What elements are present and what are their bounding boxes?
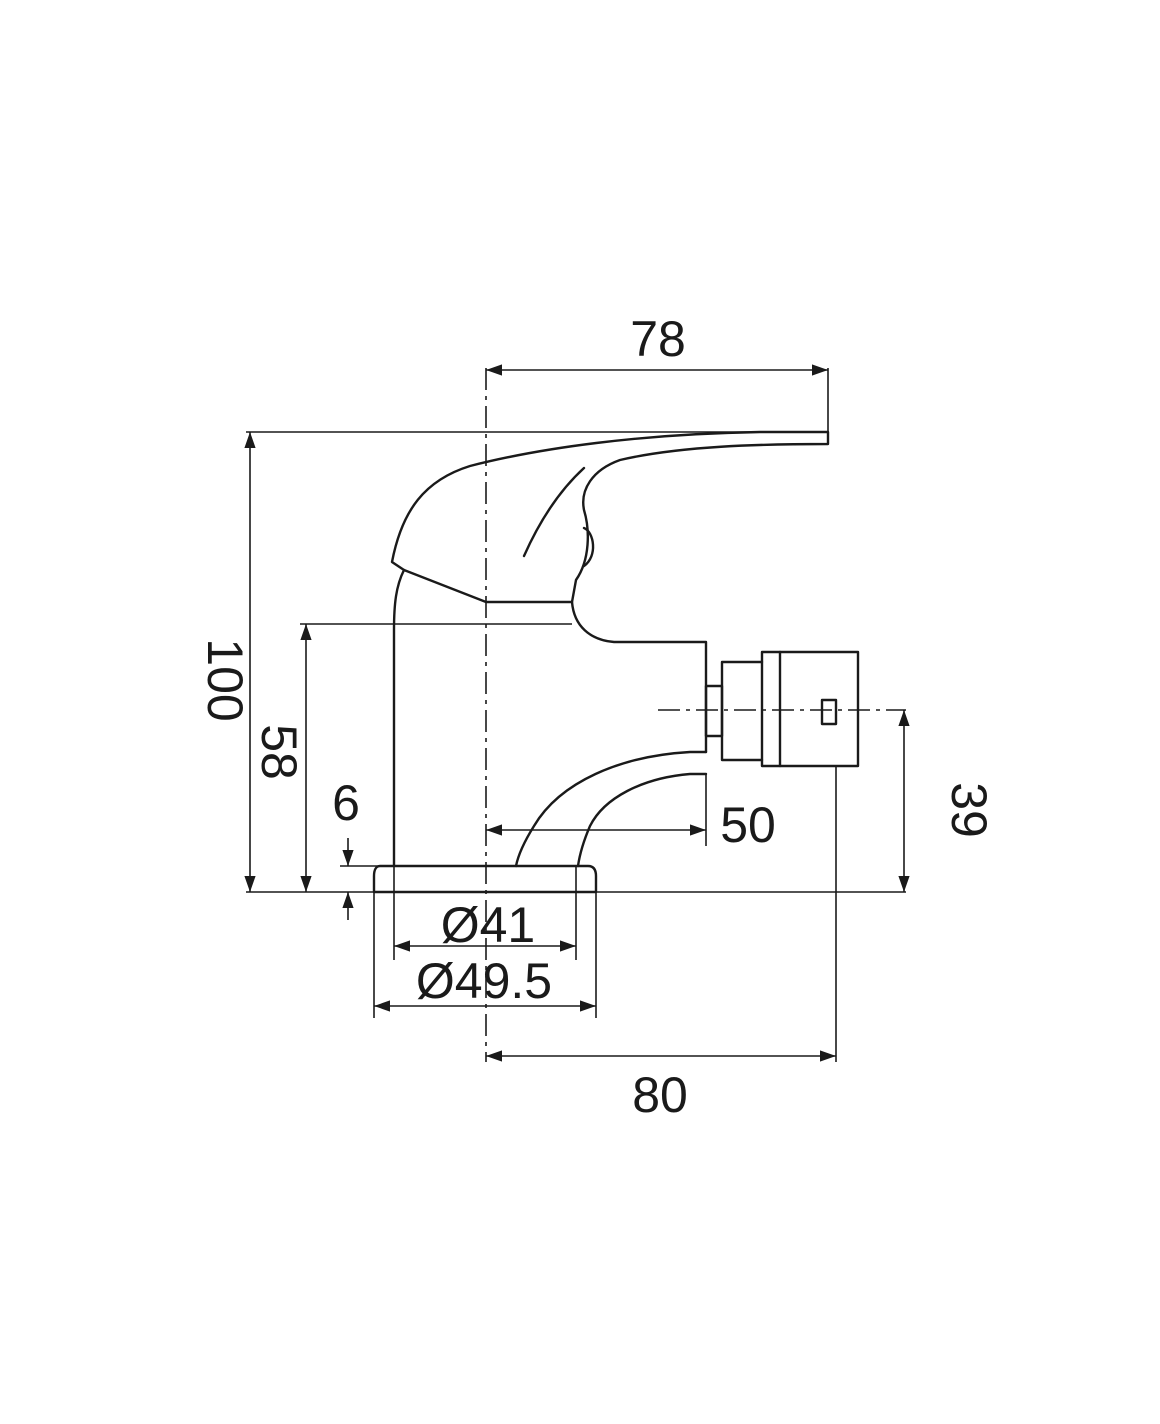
connector-notch <box>820 698 838 726</box>
extension-lines <box>246 368 906 1062</box>
spout-outer <box>514 750 708 868</box>
connector-nut <box>720 650 860 768</box>
dim-label-top-width: 78 <box>630 311 686 367</box>
cartridge-knob <box>582 526 595 568</box>
base-plate <box>372 864 598 894</box>
dim-label-body-height: 58 <box>251 724 307 780</box>
dim-label-overall-depth: 80 <box>632 1067 688 1123</box>
dim-label-inlet-height: 39 <box>941 782 997 838</box>
connector-stem <box>704 684 724 738</box>
lever-inner-line <box>522 466 586 558</box>
dim-label-total-height: 100 <box>197 638 253 721</box>
faucet-outline <box>372 430 830 894</box>
body-right-shoulder <box>570 600 708 754</box>
spout-inner <box>576 772 708 868</box>
dim-label-inner-diameter: Ø41 <box>441 897 536 953</box>
body-left-side <box>392 568 406 868</box>
dimension-labels: 78 100 58 6 50 39 Ø41 Ø49.5 80 <box>197 311 997 1123</box>
lever-handle <box>390 430 830 604</box>
dim-label-outer-diameter: Ø49.5 <box>416 953 552 1009</box>
inlet-connector <box>704 650 860 768</box>
dim-label-base-thickness: 6 <box>332 775 360 831</box>
dim-label-spout-reach: 50 <box>720 797 776 853</box>
dimension-lines <box>244 364 910 1062</box>
